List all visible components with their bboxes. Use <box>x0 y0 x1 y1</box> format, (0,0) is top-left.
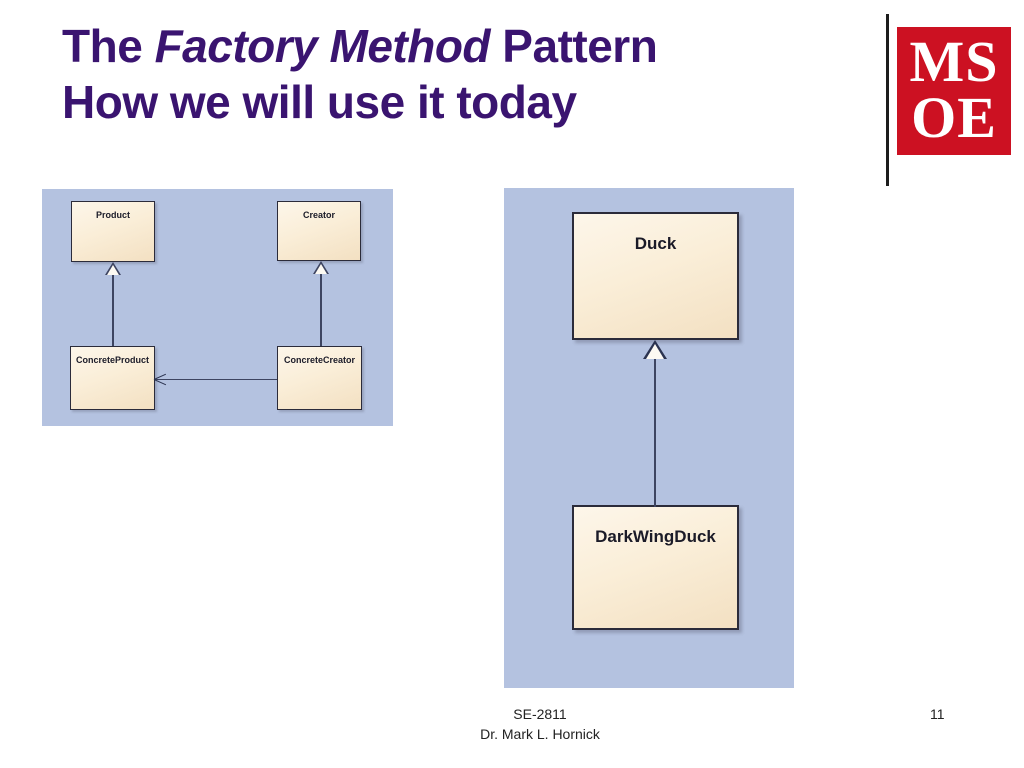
dependency-arrowhead-icon <box>154 373 166 385</box>
uml-class-label: DarkWingDuck <box>595 527 716 546</box>
footer-author-name: Dr. Mark L. Hornick <box>480 726 600 742</box>
page-title: The Factory Method Pattern How we will u… <box>62 18 852 130</box>
uml-class-label: Product <box>95 210 130 220</box>
uml-class-label: ConcreteProduct <box>75 355 149 365</box>
title-segment-factory-method: Factory Method <box>154 20 491 72</box>
title-segment-the: The <box>62 20 155 72</box>
duck-example-diagram: Duck DarkWingDuck <box>504 188 794 688</box>
footer-course-code: SE-2811 <box>513 706 567 722</box>
dependency-line-concretecreator-concreteproduct <box>155 379 277 381</box>
generalization-arrowhead-fill <box>646 344 664 359</box>
title-segment-pattern: Pattern <box>490 20 658 72</box>
uml-class-concreteproduct: ConcreteProduct <box>70 346 155 410</box>
logo-divider-rule <box>886 14 889 186</box>
logo-text-oe: OE <box>911 85 997 150</box>
generalization-line-concretecreator-creator <box>320 274 322 346</box>
uml-class-darkwingduck: DarkWingDuck <box>572 505 739 630</box>
uml-class-duck: Duck <box>572 212 739 340</box>
logo-text-ms: MS <box>909 29 999 94</box>
uml-class-label: Creator <box>302 210 335 220</box>
generalization-arrowhead-fill <box>107 265 119 275</box>
uml-class-label: Duck <box>634 234 677 253</box>
title-subtitle: How we will use it today <box>62 76 577 129</box>
logo-square: MS OE <box>897 27 1011 155</box>
factory-method-pattern-diagram: Product Creator ConcreteProduct Concrete… <box>42 189 393 426</box>
uml-class-product: Product <box>71 201 155 262</box>
footer-page-number: 11 <box>930 706 945 722</box>
uml-class-label: ConcreteCreator <box>283 355 356 365</box>
generalization-line-darkwingduck-duck <box>654 359 656 507</box>
uml-class-creator: Creator <box>277 201 361 261</box>
msoe-logo: MS OE <box>886 14 1014 186</box>
uml-class-concretecreator: ConcreteCreator <box>277 346 362 410</box>
generalization-line-concreteproduct-product <box>112 275 114 346</box>
generalization-arrowhead-fill <box>315 264 327 274</box>
